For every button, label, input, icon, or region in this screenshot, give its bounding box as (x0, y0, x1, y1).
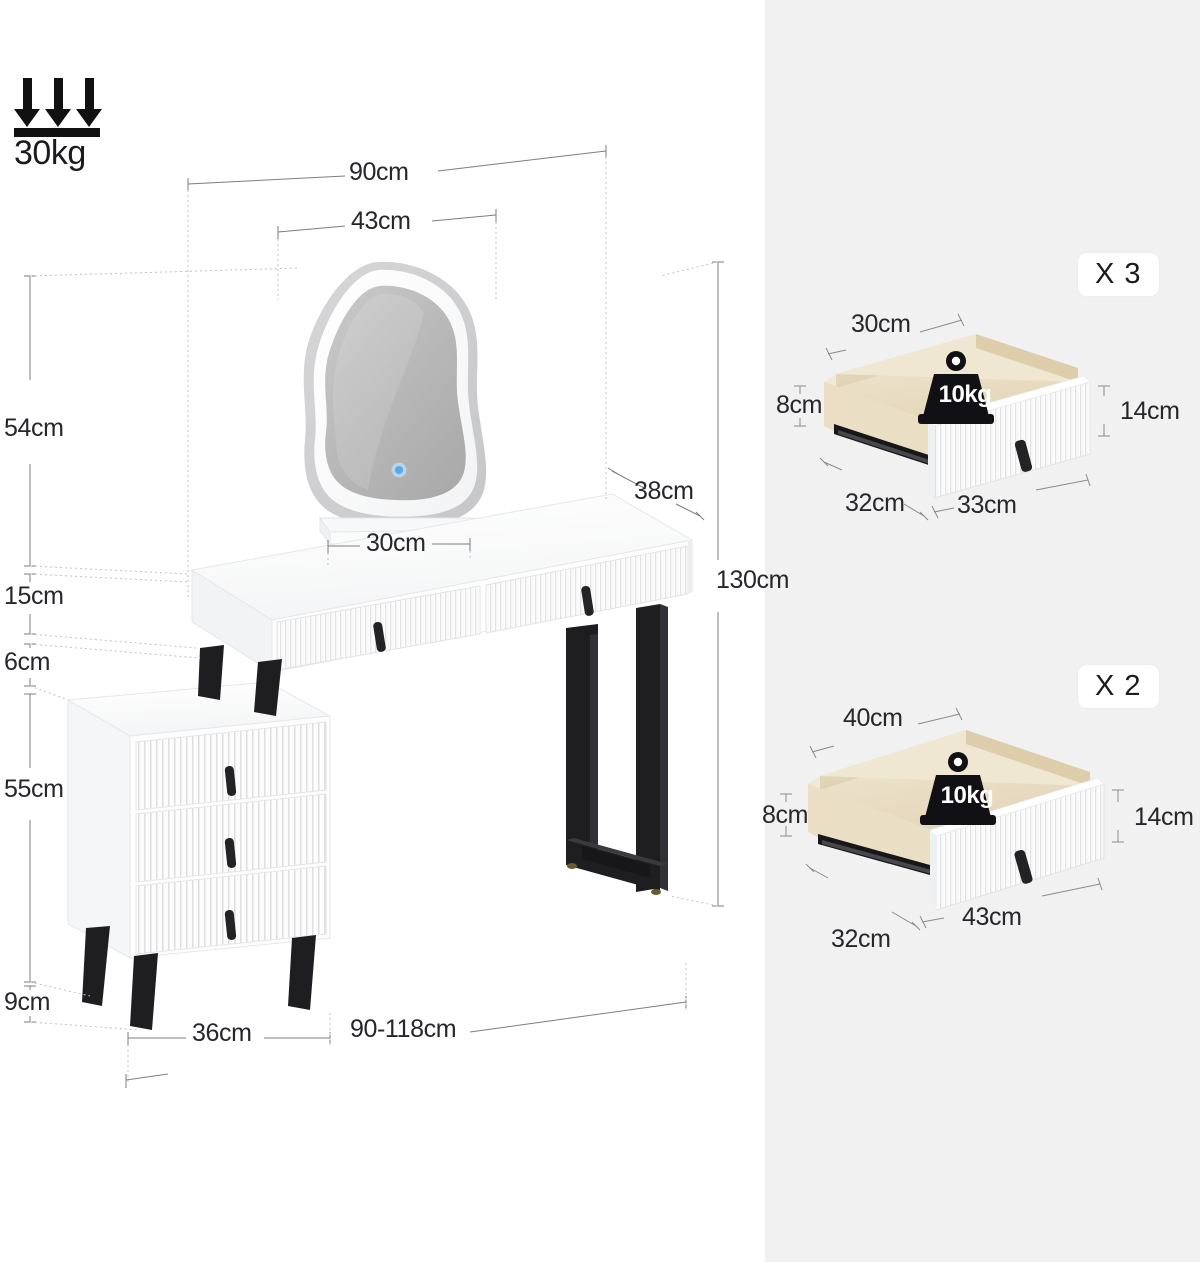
load-capacity-icon (12, 78, 112, 163)
drawer-large-label-inner-height: 8cm (762, 801, 809, 829)
right-detail-panel (765, 0, 1200, 1262)
drawer-small-label-front-height: 14cm (1120, 397, 1180, 425)
drawer-small-label-depth: 32cm (845, 489, 905, 517)
dimension-label-desk-width: 90cm (349, 158, 409, 186)
drawer-large-label-depth: 32cm (831, 925, 891, 953)
dimension-label-mirror-base: 30cm (366, 529, 426, 557)
dimension-label-gap-height: 6cm (4, 648, 51, 676)
dimension-label-leg-height: 9cm (4, 988, 51, 1016)
dimension-label-mirror-height: 54cm (4, 414, 64, 442)
dimension-label-total-width: 90-118cm (350, 1015, 457, 1043)
drawer-large-label-inner-width: 40cm (843, 704, 903, 732)
quantity-badge-small-drawer: X 3 (1078, 253, 1159, 296)
load-capacity-label: 30kg (14, 134, 86, 172)
drawer-small-label-front-width: 33cm (957, 491, 1017, 519)
dimension-label-desk-thickness: 15cm (4, 582, 64, 610)
drawer-small-label-inner-height: 8cm (776, 391, 823, 419)
drawer-small-label-inner-width: 30cm (851, 310, 911, 338)
drawer-large-label-front-height: 14cm (1134, 803, 1194, 831)
quantity-badge-large-drawer: X 2 (1078, 665, 1159, 708)
drawer-large-label-front-width: 43cm (962, 903, 1022, 931)
dimension-label-total-height: 130cm (716, 566, 790, 594)
dimension-label-cabinet-width: 36cm (192, 1019, 252, 1047)
drawer-small-weight-label: 10kg (938, 381, 992, 408)
drawer-large-weight-label: 10kg (940, 782, 994, 809)
dimension-label-cabinet-height: 55cm (4, 775, 64, 803)
dimension-label-desk-depth: 38cm (634, 477, 694, 505)
dimension-label-mirror-width: 43cm (351, 207, 411, 235)
